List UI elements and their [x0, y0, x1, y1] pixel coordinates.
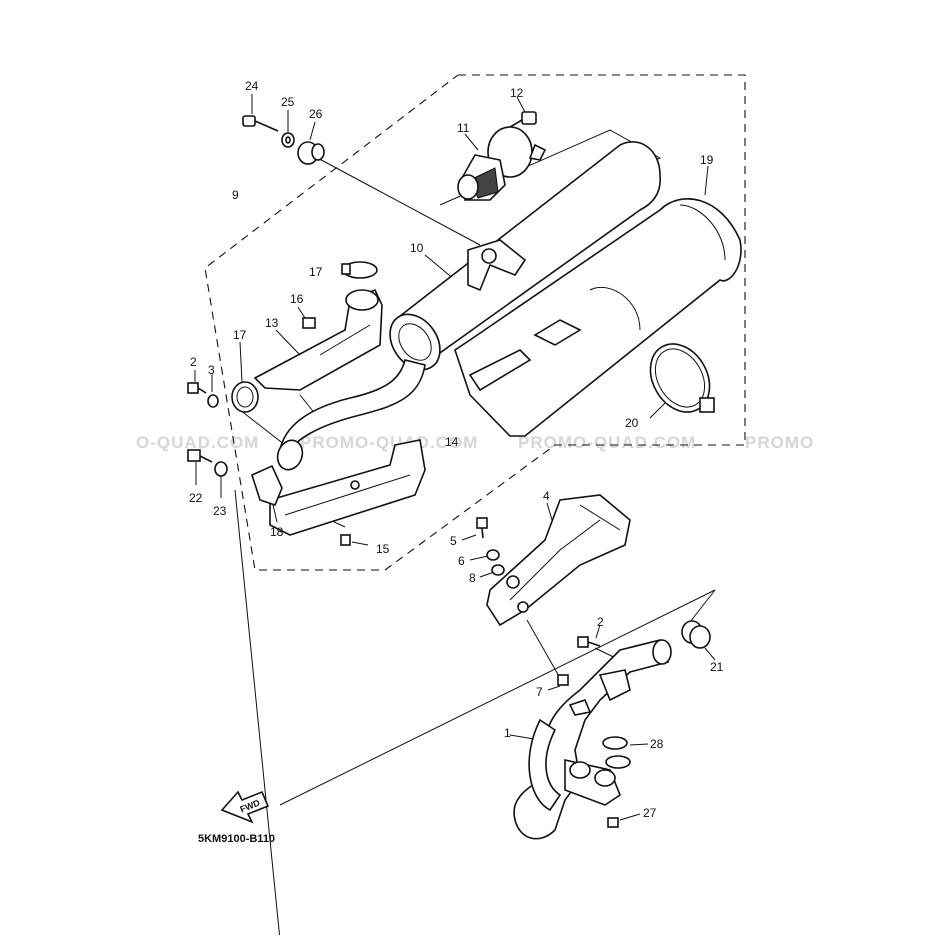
part-19-heat-protector [454, 165, 742, 437]
callout-8: 8 [469, 571, 476, 585]
callout-20: 20 [625, 416, 639, 430]
callout-7: 7 [536, 685, 543, 699]
part-22-bolt [187, 449, 213, 485]
callout-labels: 24 25 26 9 12 11 19 10 17 16 13 17 2 3 1… [189, 79, 724, 820]
callout-17-top: 17 [309, 265, 323, 279]
callout-11: 11 [457, 121, 470, 135]
callout-17-left: 17 [233, 328, 247, 342]
callout-13: 13 [265, 316, 279, 330]
part-28-gaskets [602, 736, 649, 769]
callout-24: 24 [245, 79, 259, 93]
watermark-layer: O-QUAD.COM PROMO-QUAD.COM PROMO-QUAD.COM… [136, 433, 814, 452]
part-26-grommet [297, 121, 325, 165]
part-11-spark-arrester [457, 126, 547, 201]
part-1-header-pipe [509, 639, 672, 840]
part-17-clamp-left [231, 341, 259, 413]
callout-3: 3 [208, 363, 215, 377]
fwd-arrow-icon: FWD [220, 790, 270, 824]
callout-26: 26 [309, 107, 323, 121]
callout-22: 22 [189, 491, 203, 505]
part-18-clamp [251, 464, 283, 523]
part-8-nut [479, 564, 505, 578]
watermark-2: PROMO-QUAD.COM [300, 433, 478, 452]
part-13-pipe-guard [253, 288, 383, 391]
part-20-band [649, 343, 715, 419]
callout-23: 23 [213, 504, 227, 518]
callout-10: 10 [410, 241, 424, 255]
callout-6: 6 [458, 554, 465, 568]
assembly-boundary [204, 74, 746, 571]
part-16-clip [297, 306, 316, 329]
part-23-washer [214, 461, 228, 498]
link-pipe [276, 359, 426, 471]
callout-1: 1 [504, 726, 511, 740]
part-24-bolt [242, 94, 279, 132]
watermark-3: PROMO-QUAD.COM [518, 433, 696, 452]
callout-16: 16 [290, 292, 304, 306]
callout-28: 28 [650, 737, 664, 751]
part-6-washer [469, 549, 500, 561]
callout-14: 14 [445, 435, 459, 449]
part-2-bolt-right [577, 624, 601, 648]
callout-18: 18 [270, 525, 284, 539]
callout-9: 9 [232, 188, 239, 202]
callout-21: 21 [710, 660, 724, 674]
callout-12: 12 [510, 86, 524, 100]
watermark-4: PROMO [745, 433, 814, 452]
callout-25: 25 [281, 95, 295, 109]
callout-2-right: 2 [597, 615, 604, 629]
watermark-1: O-QUAD.COM [136, 433, 259, 452]
part-5-bolt [461, 517, 488, 541]
part-7-bolt [547, 674, 569, 691]
callout-15: 15 [376, 542, 390, 556]
part-3-washer-left [207, 374, 219, 408]
callout-27: 27 [643, 806, 657, 820]
part-14-lower-guard [269, 439, 426, 536]
part-10-muffler [389, 141, 661, 371]
callout-2-left: 2 [190, 355, 197, 369]
callout-19: 19 [700, 153, 714, 167]
part-27-nut [607, 813, 641, 828]
callout-5: 5 [450, 534, 457, 548]
part-25-washer [281, 110, 295, 148]
part-12-bolt [504, 96, 537, 131]
callout-4: 4 [543, 489, 550, 503]
part-21-gasket [681, 620, 716, 661]
part-4-protector [486, 494, 631, 627]
part-2-bolt-left [187, 370, 207, 394]
diagram-code: 5KM9100-B110 [198, 833, 275, 845]
part-17-clamp-top [341, 261, 378, 279]
part-15-bolt [340, 534, 369, 546]
